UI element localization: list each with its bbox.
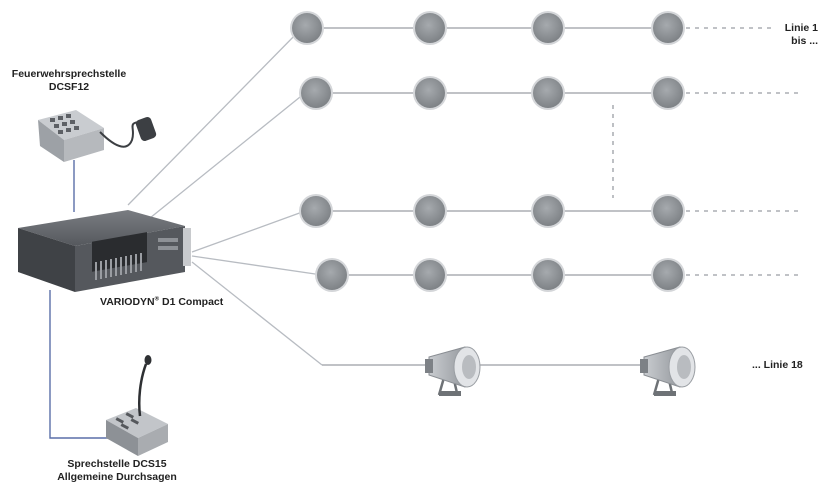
- call-station-title: Sprechstelle DCS15: [67, 458, 167, 470]
- line-first-text: Linie 1: [784, 22, 818, 34]
- controller-label: VARIODYN® D1 Compact: [100, 296, 223, 309]
- speaker-row-2: [299, 76, 685, 110]
- registered-mark: ®: [154, 296, 160, 303]
- ceiling-speaker-icon: [533, 78, 563, 108]
- feeder-line-1: [127, 27, 303, 206]
- ceiling-speaker-icon: [533, 260, 563, 290]
- console-connections: [49, 160, 108, 439]
- ceiling-speaker-icon: [653, 13, 683, 43]
- feeder-line-2: [149, 92, 306, 219]
- line-last-label: ... Linie 18: [752, 359, 803, 371]
- speaker-row-3: [299, 194, 685, 228]
- line-first-label: Linie 1 bis ...: [740, 22, 818, 48]
- horn-speaker-icon: [640, 346, 696, 396]
- ceiling-speaker-icon: [415, 78, 445, 108]
- ceiling-speaker-icon: [415, 260, 445, 290]
- speaker-row-1: [290, 11, 685, 45]
- fireman-station-icon: [38, 110, 157, 162]
- call-station-label: Sprechstelle DCS15 Allgemeine Durchsagen: [44, 458, 190, 484]
- ceiling-speaker-icon: [653, 196, 683, 226]
- ceiling-speakers: [290, 11, 685, 292]
- fireman-station-title: Feuerwehrsprechstelle: [11, 68, 127, 80]
- feeder-wires: [127, 27, 323, 366]
- ceiling-speaker-icon: [653, 260, 683, 290]
- controller-name: VARIODYN: [100, 296, 155, 308]
- feeder-line-4: [191, 255, 323, 276]
- ceiling-speaker-icon: [415, 13, 445, 43]
- ceiling-speaker-icon: [292, 13, 322, 43]
- call-station-purpose: Allgemeine Durchsagen: [57, 471, 177, 483]
- fireman-station-model: DCSF12: [48, 81, 90, 93]
- speaker-row-4: [315, 258, 685, 292]
- ceiling-speaker-icon: [415, 196, 445, 226]
- fireman-station-label: Feuerwehrsprechstelle DCSF12: [8, 68, 130, 94]
- call-station-cable: [49, 290, 108, 439]
- feeder-line-horn: [191, 261, 323, 366]
- call-station-icon: [106, 355, 168, 456]
- ceiling-speaker-icon: [533, 13, 563, 43]
- line-first-suffix: bis ...: [791, 35, 818, 47]
- horn-speakers: [425, 346, 696, 396]
- horn-speaker-icon: [425, 346, 481, 396]
- ceiling-speaker-icon: [301, 78, 331, 108]
- feeder-line-3: [191, 210, 306, 253]
- ceiling-speaker-icon: [533, 196, 563, 226]
- ceiling-speaker-icon: [653, 78, 683, 108]
- controller-rack-icon: [18, 210, 191, 292]
- speaker-bus-lines: [302, 27, 680, 366]
- controller-model: D1 Compact: [159, 296, 224, 308]
- ceiling-speaker-icon: [317, 260, 347, 290]
- ceiling-speaker-icon: [301, 196, 331, 226]
- continuation-dashes: [612, 27, 800, 276]
